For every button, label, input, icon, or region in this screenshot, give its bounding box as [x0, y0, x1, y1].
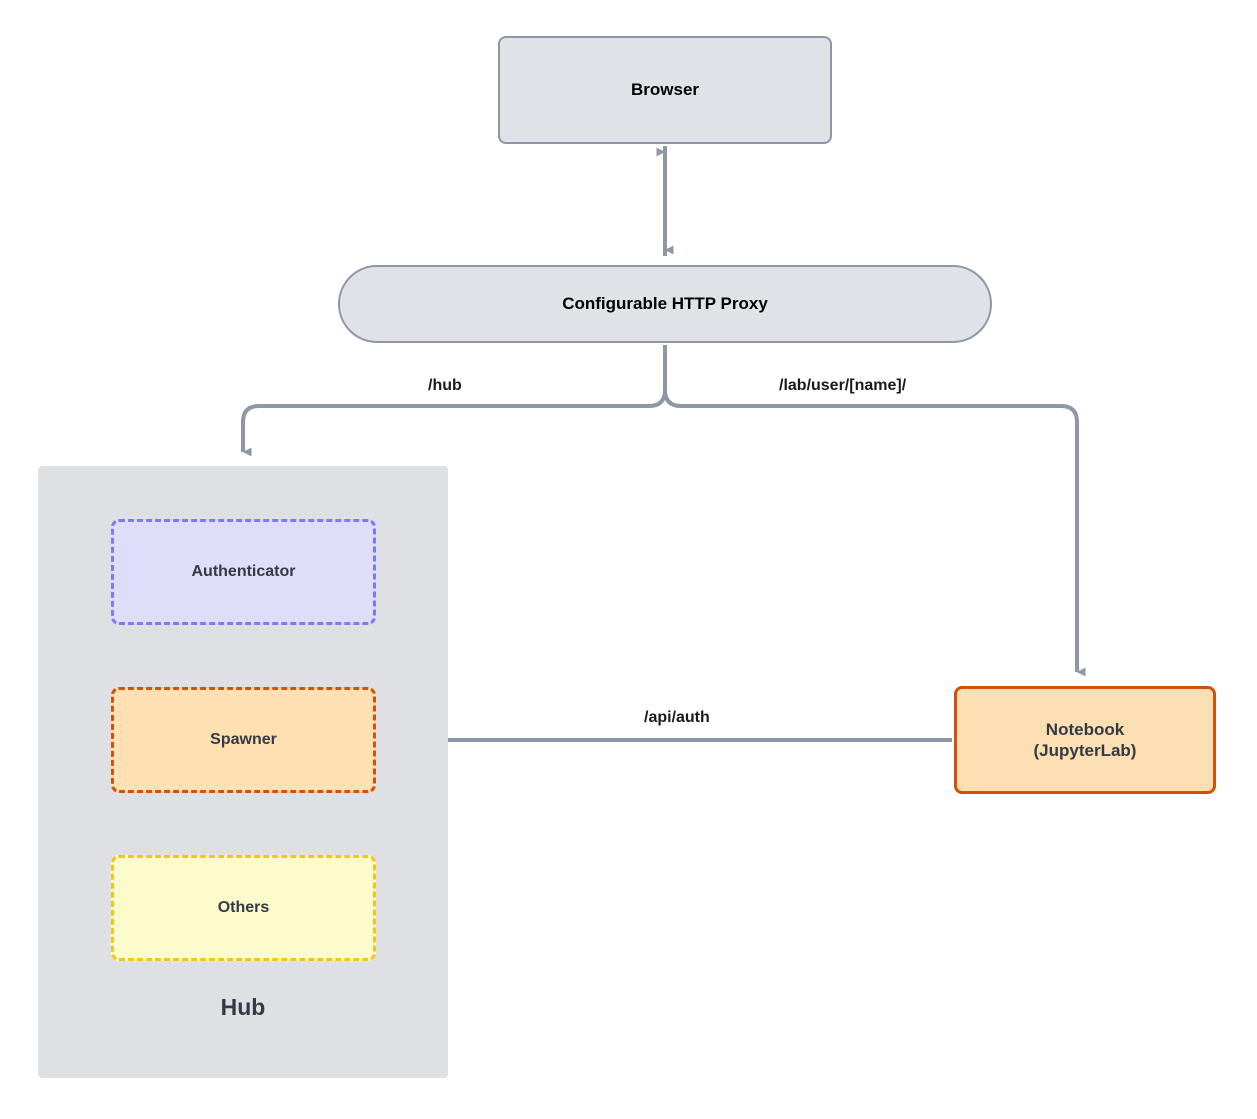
node-hub-label: Hub [220, 994, 266, 1021]
node-others-label: Others [217, 899, 270, 916]
node-spawner-label: Spawner [210, 731, 277, 748]
edge-label-hub-path: /hub [428, 377, 462, 394]
node-proxy-label: Configurable HTTP Proxy [562, 294, 768, 314]
node-notebook-label-line2: (JupyterLab) [1033, 741, 1137, 760]
node-others[interactable]: Others [111, 855, 376, 961]
edge-proxy-hub [241, 345, 667, 457]
edge-label-lab-path: /lab/user/[name]/ [779, 377, 907, 394]
node-browser-label: Browser [630, 80, 700, 100]
node-authenticator-label: Authenticator [191, 563, 296, 580]
node-notebook[interactable]: Notebook (JupyterLab) [954, 686, 1216, 794]
node-configurable-http-proxy[interactable]: Configurable HTTP Proxy [338, 265, 992, 343]
node-notebook-label-line1: Notebook [1045, 719, 1125, 739]
edge-label-api-auth: /api/auth [644, 709, 710, 726]
node-authenticator[interactable]: Authenticator [111, 519, 376, 625]
node-browser[interactable]: Browser [498, 36, 832, 144]
node-hub-container[interactable]: Authenticator Spawner Others Hub [38, 466, 448, 1078]
node-spawner[interactable]: Spawner [111, 687, 376, 793]
